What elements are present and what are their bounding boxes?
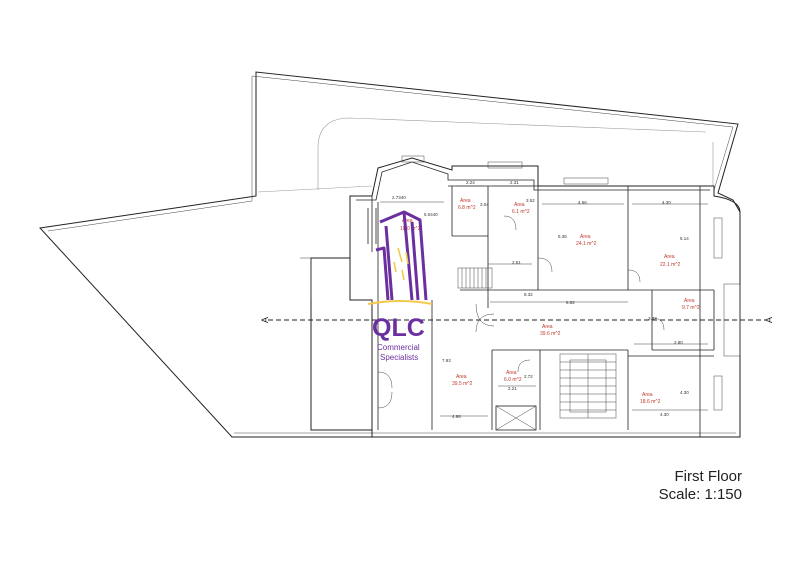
section-marker-right: A	[764, 317, 774, 323]
building-outline	[349, 157, 741, 438]
dimension-label: 2.24	[466, 180, 475, 185]
dimension-label: 3.42	[648, 316, 657, 321]
floor-title: First Floor	[674, 468, 743, 485]
dimension-label: 3.52	[526, 198, 535, 203]
site-boundary-inner	[47, 75, 734, 232]
room-label: Area 18.0 m^2	[400, 218, 421, 232]
svg-text:39.5 m^2: 39.5 m^2	[452, 381, 473, 387]
room-label: Area 39.6 m^2	[540, 324, 561, 337]
dimension-label: 4.30	[680, 390, 689, 395]
svg-text:Area: Area	[642, 392, 653, 398]
lift-shaft	[495, 405, 537, 431]
dimension-label: 4.30	[660, 412, 669, 417]
svg-text:Area: Area	[514, 202, 525, 208]
room-label: Area 18.6 m^2	[640, 392, 661, 405]
svg-text:6.1 m^2: 6.1 m^2	[512, 209, 530, 215]
room-label: Area 6.0 m^2	[504, 370, 522, 383]
svg-text:Area: Area	[664, 254, 675, 260]
svg-text:9.7 m^2: 9.7 m^2	[682, 305, 700, 311]
dimension-label: 5.36	[558, 234, 567, 239]
svg-text:Area: Area	[456, 374, 467, 380]
section-marker-left: A	[260, 317, 270, 323]
dimension-label: 2.7340	[392, 195, 406, 200]
svg-text:Area: Area	[506, 370, 517, 376]
terrace	[310, 257, 373, 431]
qlc-logo: QLC Commercial Specialists	[367, 210, 433, 362]
svg-text:Area: Area	[542, 324, 553, 330]
logo-building-mark	[375, 210, 428, 301]
svg-text:6.8 m^2: 6.8 m^2	[458, 205, 476, 211]
dimension-label: 7.93	[442, 358, 451, 363]
drawing-scale: Scale: 1:150	[658, 486, 742, 503]
dimension-label: 4.98	[452, 414, 461, 419]
dimension-label: 2.31	[510, 180, 519, 185]
logo-wordmark: QLC	[372, 314, 425, 342]
dimension-label: 2.80	[674, 340, 683, 345]
dimension-label: 3.04	[480, 202, 489, 207]
dimension-label: 5.14	[680, 236, 689, 241]
room-label: Area 39.5 m^2	[452, 374, 473, 387]
svg-text:24.1 m^2: 24.1 m^2	[576, 241, 597, 247]
svg-text:Area: Area	[402, 218, 413, 224]
svg-text:6.0 m^2: 6.0 m^2	[504, 377, 522, 383]
svg-text:18.6 m^2: 18.6 m^2	[640, 399, 661, 405]
logo-subtitle-line1: Commercial	[377, 343, 420, 352]
svg-text:18.0 m^2: 18.0 m^2	[400, 226, 421, 232]
room-label: Area 6.8 m^2	[458, 198, 476, 211]
svg-text:Area: Area	[580, 234, 591, 240]
dimension-label: 2.72	[524, 374, 533, 379]
svg-text:Area: Area	[684, 298, 695, 304]
dimension-label: 2.21	[508, 386, 517, 391]
dimension-label: 4.56	[578, 200, 587, 205]
dimension-label: 8.32	[524, 292, 533, 297]
svg-text:Area: Area	[460, 198, 471, 204]
logo-subtitle-line2: Specialists	[380, 353, 418, 362]
svg-text:39.6 m^2: 39.6 m^2	[540, 331, 561, 337]
dimension-label: 2.51	[512, 260, 521, 265]
room-label: Area 22.1 m^2	[660, 254, 681, 268]
svg-text:22.1 m^2: 22.1 m^2	[660, 262, 681, 268]
room-label: Area 9.7 m^2	[682, 298, 700, 311]
staircase-upper	[457, 267, 493, 289]
dimension-label: 4.30	[662, 200, 671, 205]
dimension-label: 6.82	[566, 300, 575, 305]
garden-curve	[317, 117, 707, 190]
room-label: Area 6.1 m^2	[512, 202, 530, 215]
site-boundary	[38, 71, 741, 438]
dimension-label: 5.0440	[424, 212, 438, 217]
room-label: Area 24.1 m^2	[576, 234, 597, 247]
